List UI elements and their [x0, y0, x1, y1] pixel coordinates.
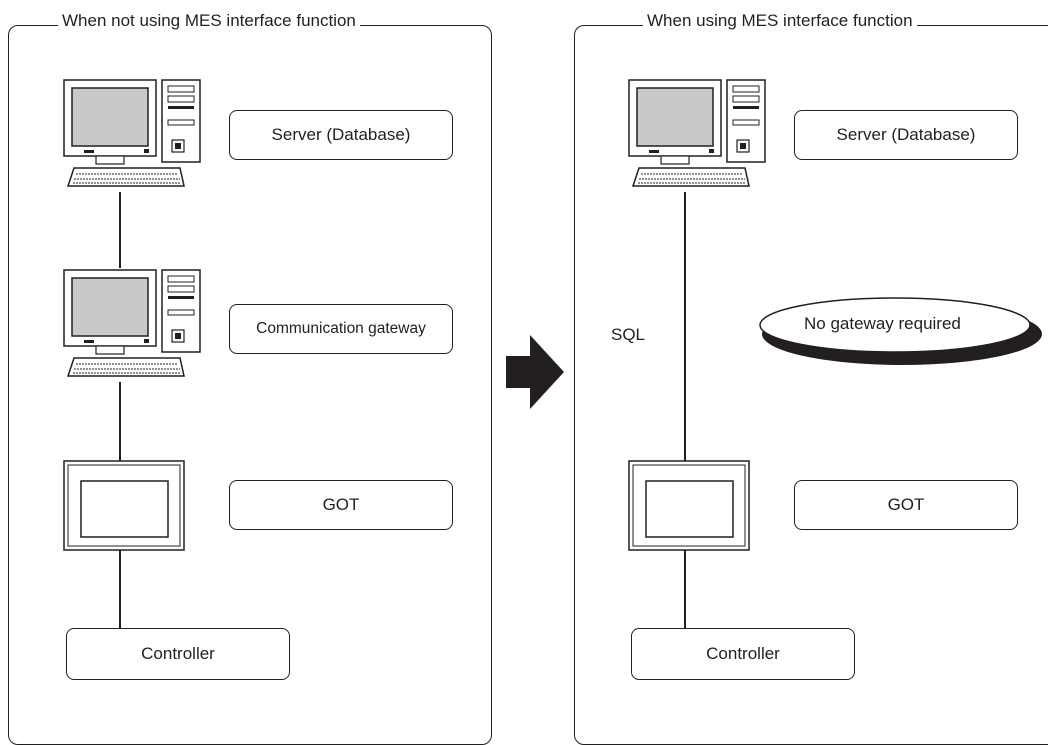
transition-arrow-icon: [506, 335, 564, 409]
right-got-icon: [628, 460, 750, 551]
right-server-label-box: Server (Database): [794, 110, 1018, 160]
right-panel-title: When using MES interface function: [643, 10, 917, 32]
left-controller-box: Controller: [66, 628, 290, 680]
left-got-icon: [63, 460, 185, 551]
left-panel-title: When not using MES interface function: [58, 10, 360, 32]
right-controller-box: Controller: [631, 628, 855, 680]
right-got-label-box: GOT: [794, 480, 1018, 530]
left-server-label-box: Server (Database): [229, 110, 453, 160]
diagram-lines: [119, 192, 1042, 628]
left-server-pc-icon: [63, 79, 201, 187]
left-gateway-label-box: Communication gateway: [229, 304, 453, 354]
left-got-label-box: GOT: [229, 480, 453, 530]
no-gateway-ellipse: [759, 297, 1031, 353]
sql-label: SQL: [611, 325, 646, 344]
no-gateway-label: No gateway required: [804, 314, 961, 333]
